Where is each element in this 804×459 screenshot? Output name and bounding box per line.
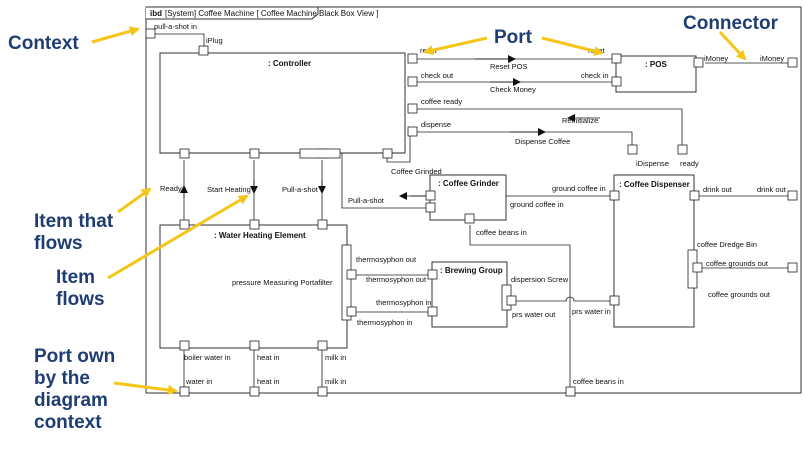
- brewing-group-title: : Brewing Group: [440, 266, 503, 275]
- callout-connector: Connector: [683, 13, 778, 34]
- label-pull-a-shot: Pull-a-shot: [282, 185, 319, 194]
- callout-port: Port: [494, 27, 532, 48]
- callout-item-flows-line2: flows: [56, 289, 105, 310]
- water-heating-block: [159, 224, 348, 349]
- label-coffee-ready: coffee ready: [421, 97, 462, 106]
- label-ready-port: ready: [680, 159, 699, 168]
- label-coffee-grounds-out-2: coffee grounds out: [708, 290, 771, 299]
- label-imoney-1: iMoney: [704, 54, 728, 63]
- callout-item-flows-line1: Item: [56, 267, 96, 288]
- callout-item-that-flows-line1: Item that: [34, 211, 114, 232]
- label-heat-in-2: heat in: [257, 377, 280, 386]
- label-dispersion-screw: dispersion Screw: [511, 275, 569, 284]
- label-ground-coffee-in-1: ground coffee in: [552, 184, 606, 193]
- label-milk-in-2: milk in: [325, 377, 346, 386]
- controller-title: : Controller: [268, 59, 311, 68]
- label-heat-in-1: heat in: [257, 353, 280, 362]
- label-prs-water-out: prs water out: [512, 310, 556, 319]
- label-drink-out-1: drink out: [703, 185, 733, 194]
- label-ready-flow: Ready: [160, 184, 182, 193]
- label-thermosyphon-in-2: thermosyphon in: [357, 318, 412, 327]
- label-dispense-coffee: Dispense Coffee: [515, 137, 570, 146]
- water-heating-title: : Water Heating Element: [214, 231, 306, 240]
- label-check-money: Check Money: [490, 85, 536, 94]
- pos-block: [615, 55, 697, 93]
- label-milk-in-1: milk in: [325, 353, 346, 362]
- ports: [145, 28, 798, 397]
- label-iplug: iPlug: [206, 36, 223, 45]
- label-imoney-2: iMoney: [760, 54, 784, 63]
- callout-item-flows: Item flows: [56, 267, 136, 311]
- frame-kind: ibd: [150, 9, 162, 18]
- callout-context: Context: [8, 33, 79, 54]
- brewing-group-block: [431, 261, 508, 328]
- label-thermosyphon-out-2: thermosyphon out: [366, 275, 427, 284]
- connector-lines: [154, 33, 790, 387]
- label-coffee-grounds-out-1: coffee grounds out: [706, 259, 769, 268]
- label-coffee-beans-in-1: coffee beans in: [476, 228, 527, 237]
- svg-text:ibd[System] Coffee Machine [ C: ibd[System] Coffee Machine [ Coffee Mach…: [150, 9, 378, 18]
- label-check-in: check in: [581, 71, 609, 80]
- label-reinitialize: Reinitialize: [562, 116, 598, 125]
- label-pressure-measuring: pressure Measuring Portafilter: [232, 278, 333, 287]
- controller-block: [159, 52, 406, 154]
- callout-arrows: [91, 26, 747, 395]
- label-idispense: iDispense: [636, 159, 669, 168]
- label-coffee-grinded: Coffee Grinded: [391, 167, 442, 176]
- label-prs-water-in: prs water in: [572, 307, 611, 316]
- coffee-dispenser-block: [613, 174, 695, 328]
- coffee-dispenser-title: : Coffee Dispenser: [619, 180, 690, 189]
- callout-port-owned-line3: diagram: [34, 390, 108, 411]
- label-coffee-beans-in-2: coffee beans in: [573, 377, 624, 386]
- label-reset-pos: Reset POS: [490, 62, 528, 71]
- label-thermosyphon-in-1: thermosyphon in: [376, 298, 431, 307]
- label-coffee-dredge-bin: coffee Dredge Bin: [697, 240, 757, 249]
- label-pull-a-shot-2: Pull-a-shot: [348, 196, 385, 205]
- label-ground-coffee-in-2: ground coffee in: [510, 200, 564, 209]
- label-pull-a-shot-in: pull-a-shot in: [154, 22, 197, 31]
- callout-port-owned-line4: context: [34, 412, 102, 433]
- coffee-grinder-title: : Coffee Grinder: [438, 179, 499, 188]
- frame-title: [System] Coffee Machine [ Coffee Machine…: [165, 9, 378, 18]
- label-boiler-water-in: boiler water in: [184, 353, 231, 362]
- item-flow-arrows: [180, 55, 600, 200]
- callout-port-owned: Port own by the diagram context: [34, 346, 144, 434]
- callout-item-that-flows-line2: flows: [34, 233, 83, 254]
- label-start-heating: Start Heating: [207, 185, 251, 194]
- label-dispense: dispense: [421, 120, 451, 129]
- label-check-out: check out: [421, 71, 454, 80]
- callout-item-that-flows: Item that flows: [34, 211, 144, 255]
- callout-port-owned-line1: Port own: [34, 346, 116, 367]
- callout-port-owned-line2: by the: [34, 368, 90, 389]
- pos-title: : POS: [645, 60, 667, 69]
- label-drink-out-2: drink out: [757, 185, 787, 194]
- label-water-in: water in: [185, 377, 212, 386]
- label-thermosyphon-out-1: thermosyphon out: [356, 255, 417, 264]
